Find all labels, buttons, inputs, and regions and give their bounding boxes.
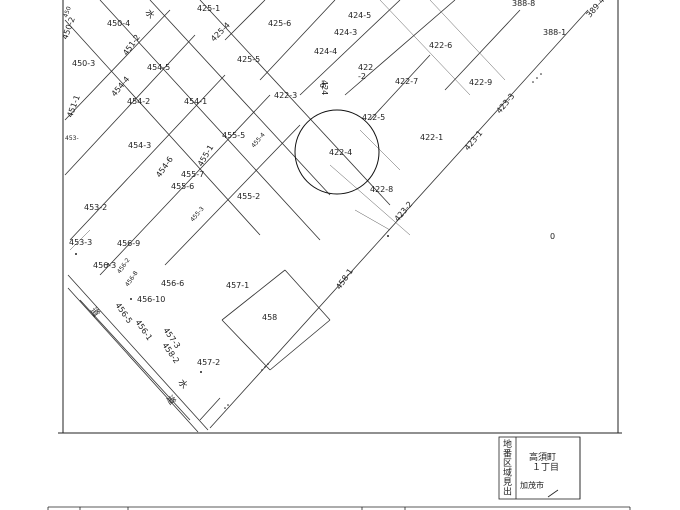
legend-box [498, 436, 581, 500]
parcel-label: 453-2 [84, 203, 107, 212]
parcel-label: 425-6 [268, 19, 291, 28]
legend-town: 高須町 [529, 451, 556, 463]
parcel-label: 458-1 [334, 267, 355, 291]
parcel-label: 451-1 [65, 94, 81, 119]
legend-city: 加茂市 [520, 480, 544, 490]
parcel-label: 424-3 [334, 28, 357, 37]
legend-title-char: 出 [503, 486, 512, 498]
parcel-label: -2 [358, 72, 366, 81]
highlight-circle [294, 109, 380, 195]
legend-title-char: 番 [503, 448, 512, 460]
parcel-label: 456-6 [161, 279, 184, 288]
parcel-label: 422-7 [395, 77, 418, 86]
road-label: 水 [143, 7, 158, 21]
parcel-label: 423-2 [393, 200, 415, 224]
parcel-label: 456-8 [124, 270, 140, 288]
parcel-label: 450 [62, 5, 73, 18]
legend-title-char: 見 [503, 477, 512, 488]
parcel-label: 422-8 [370, 185, 393, 194]
parcel-label: 425-1 [197, 4, 220, 13]
parcel-label: 450-3 [72, 59, 95, 68]
parcel-label: 424 [320, 80, 329, 95]
parcel-label: 454-3 [128, 141, 151, 150]
legend-title-char: 区 [503, 458, 512, 469]
parcel-label: 455-2 [237, 192, 260, 201]
parcel-label: 454-4 [110, 75, 132, 99]
parcel-label: 454-1 [184, 97, 207, 106]
legend-arrow [547, 489, 559, 498]
parcel-label: 422-3 [274, 91, 297, 100]
parcel-label: 423-1 [463, 129, 485, 153]
parcel-label: 389-4 [585, 0, 607, 19]
boundary-markers [75, 73, 542, 409]
parcel-label: -6 [318, 80, 327, 88]
parcel-label: 422-4 [329, 148, 352, 157]
parcel-label: 456-10 [137, 295, 165, 304]
legend-chome: １丁目 [532, 462, 559, 473]
parcel-label: 454-2 [127, 97, 150, 106]
parcel-label: 422-6 [429, 41, 452, 50]
parcel-label: 455-6 [171, 182, 194, 191]
parcel-label: 456-3 [93, 261, 116, 270]
parcel-label: 450-4 [107, 19, 130, 28]
parcel-label: 456-5 [113, 301, 134, 325]
parcel-label: 454-6 [154, 155, 175, 179]
parcel-label: 425-5 [237, 55, 260, 64]
parcel-label: 423-3 [495, 92, 517, 116]
parcel-label: 453-3 [69, 238, 92, 247]
parcel-label: 456-2 [116, 257, 132, 275]
parcel-label: 388-1 [543, 28, 566, 37]
parcel-label: 455-7 [181, 170, 204, 179]
legend-title-char: 域 [503, 467, 512, 479]
parcel-label: 422-1 [420, 133, 443, 142]
parcel-label: 456-1 [133, 318, 154, 342]
parcel-label: 454-5 [147, 63, 170, 72]
parcel-label: 458 [262, 313, 277, 322]
parcel-label: 388-8 [512, 0, 535, 8]
parcel-label: 453- [65, 135, 79, 142]
parcel-label: 457-2 [197, 358, 220, 367]
parcel-label: 422-5 [362, 113, 385, 122]
parcel-label: 424-4 [314, 47, 337, 56]
parcel-label: 422-9 [469, 78, 492, 87]
parcel-label: 457-1 [226, 281, 249, 290]
parcel-label: 422 [358, 63, 373, 72]
parcel-label: 0 [550, 232, 555, 241]
parcel-label: 455-5 [222, 131, 245, 140]
road-label: 水 [176, 377, 191, 391]
legend-title-char: 地 [503, 438, 512, 450]
parcel-labels: 450-4 450-2 450 425-1 425-4 425-6 424-5 … [60, 0, 606, 367]
parcel-label: 456-9 [117, 239, 140, 248]
parcel-label: 424-5 [348, 11, 371, 20]
road-label: 道 [88, 305, 103, 319]
parcel-label: 451-2 [121, 33, 142, 57]
parcel-label: 455-3 [189, 205, 206, 223]
parcel-label: 425-4 [209, 21, 232, 44]
parcel-boundaries [64, 0, 589, 433]
parcel-label: 455-4 [250, 131, 267, 149]
map-frame [58, 0, 622, 434]
